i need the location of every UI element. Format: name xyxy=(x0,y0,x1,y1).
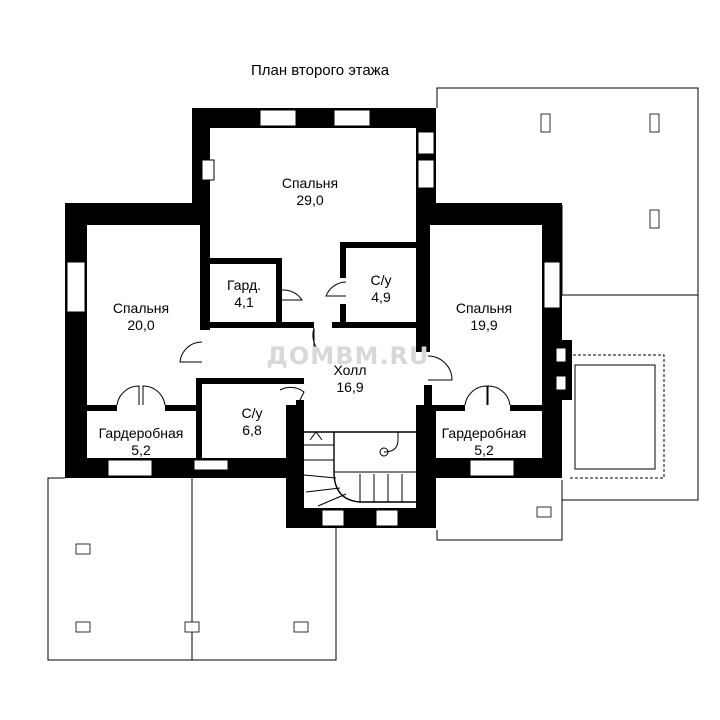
room-area: 6,8 xyxy=(242,422,262,438)
room-name: Гардеробная xyxy=(99,425,184,441)
room-name: Спальня xyxy=(282,175,338,191)
windows xyxy=(66,109,567,527)
door-swings xyxy=(116,281,511,409)
room-area: 4,9 xyxy=(371,289,391,305)
room-name: Холл xyxy=(334,362,367,378)
roof-outlines xyxy=(47,87,699,661)
vent-marks xyxy=(75,113,660,633)
plan-title: План второго этажа xyxy=(251,62,390,79)
walls xyxy=(65,108,572,528)
room-name: Спальня xyxy=(113,300,169,316)
watermark: ДОМВМ.RU xyxy=(267,342,430,370)
room-name: Спальня xyxy=(456,300,512,316)
room-name: Гардеробная xyxy=(442,425,527,441)
room-area: 29,0 xyxy=(296,192,323,208)
room-area: 4,1 xyxy=(234,294,254,310)
room-area: 16,9 xyxy=(336,379,363,395)
room-labels: Спальня 29,0 Спальня 20,0 Гард. 4,1 С/у … xyxy=(99,175,527,458)
room-name: Гард. xyxy=(227,277,261,293)
room-area: 20,0 xyxy=(127,317,154,333)
room-area: 5,2 xyxy=(474,442,494,458)
room-name: С/у xyxy=(242,405,263,421)
room-area: 5,2 xyxy=(131,442,151,458)
staircase xyxy=(303,431,416,507)
room-name: С/у xyxy=(371,272,392,288)
room-area: 19,9 xyxy=(470,317,497,333)
